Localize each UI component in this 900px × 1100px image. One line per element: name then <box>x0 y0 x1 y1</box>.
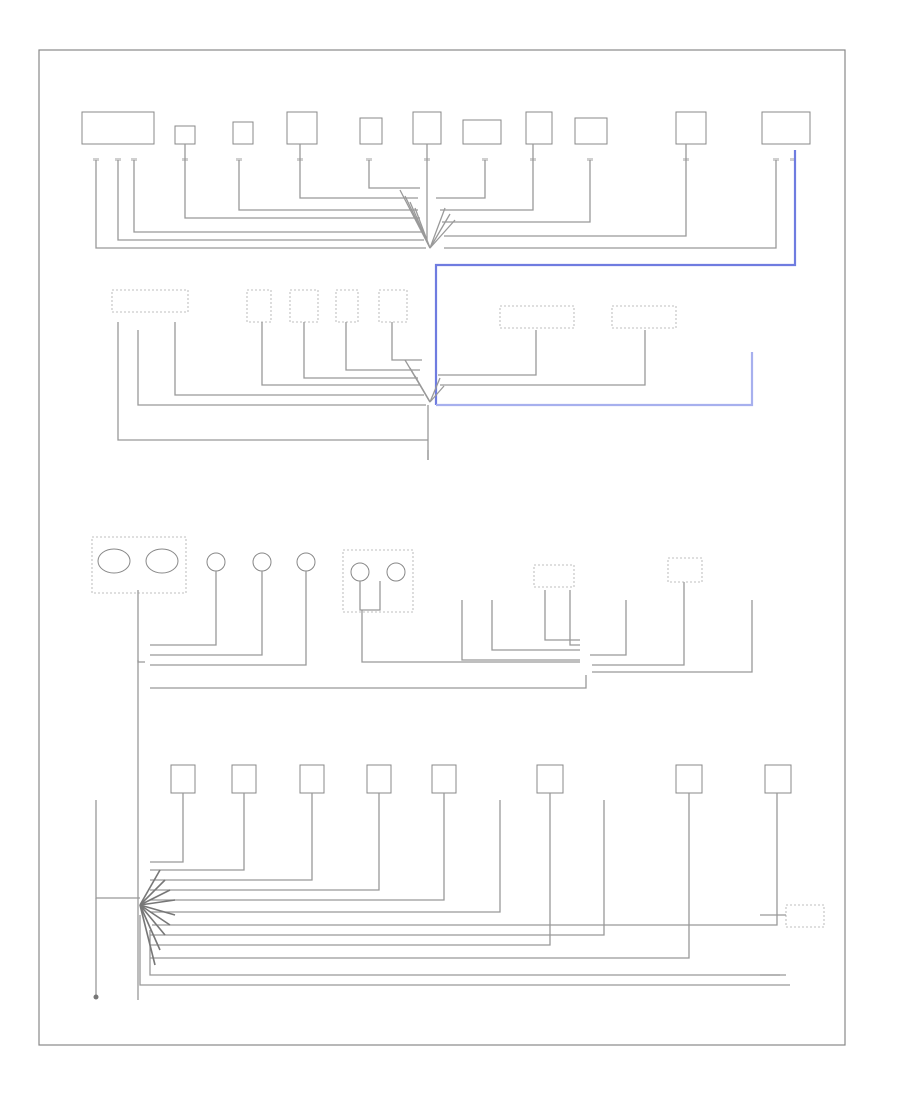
middle-component-3 <box>289 289 319 323</box>
middle-wires <box>117 322 646 460</box>
bottom-splice-fan <box>139 869 176 966</box>
middle-component-6 <box>499 305 575 329</box>
component-6 <box>412 111 442 145</box>
middle-splice-fan <box>404 359 445 403</box>
bottom-component-2 <box>231 764 257 794</box>
highlight-wire-top <box>434 150 797 405</box>
bottom-component-1 <box>170 764 196 794</box>
bottom-right-connector <box>760 904 825 976</box>
component-5 <box>359 117 383 145</box>
bulb-4 <box>350 562 370 582</box>
lower1-wires <box>137 571 753 1000</box>
component-small-1 <box>174 125 196 145</box>
top-component-row <box>81 111 811 145</box>
bulb-3 <box>296 552 316 572</box>
bottom-component-6 <box>536 764 564 794</box>
bottom-wires <box>95 793 790 995</box>
top-wires <box>95 144 777 249</box>
middle-component-7 <box>611 305 677 329</box>
lamp-bulb-right <box>145 548 179 574</box>
bottom-component-3 <box>299 764 325 794</box>
bottom-component-row <box>170 764 792 794</box>
middle-component-1 <box>111 289 189 313</box>
highlight-wire-middle <box>436 352 754 407</box>
dual-bulb-box <box>342 549 414 613</box>
middle-component-4 <box>335 289 359 323</box>
component-8 <box>525 111 553 145</box>
bottom-component-8 <box>764 764 792 794</box>
middle-component-2 <box>246 289 272 323</box>
top-splice-fan <box>399 189 456 249</box>
middle-component-5 <box>378 289 408 323</box>
lamp-group <box>91 536 414 613</box>
bottom-component-7 <box>675 764 703 794</box>
component-10 <box>675 111 707 145</box>
bottom-component-5 <box>431 764 457 794</box>
top-terminals <box>93 158 796 161</box>
component-7 <box>462 119 502 145</box>
component-3 <box>232 121 254 145</box>
relay-block <box>533 564 575 588</box>
bulb-2 <box>252 552 272 572</box>
bottom-component-4 <box>366 764 392 794</box>
component-9 <box>574 117 608 145</box>
bulb-5 <box>386 562 406 582</box>
switch-block <box>667 557 703 583</box>
middle-component-row <box>111 289 677 329</box>
component-11 <box>761 111 811 145</box>
component-instrument-cluster <box>81 111 155 145</box>
component-4 <box>286 111 318 145</box>
bulb-1 <box>206 552 226 572</box>
right-lamp-terminals <box>533 557 703 588</box>
lamp-bulb-left <box>97 548 131 574</box>
diagram-frame <box>38 49 846 1046</box>
ground-symbol-2 <box>93 994 99 1000</box>
